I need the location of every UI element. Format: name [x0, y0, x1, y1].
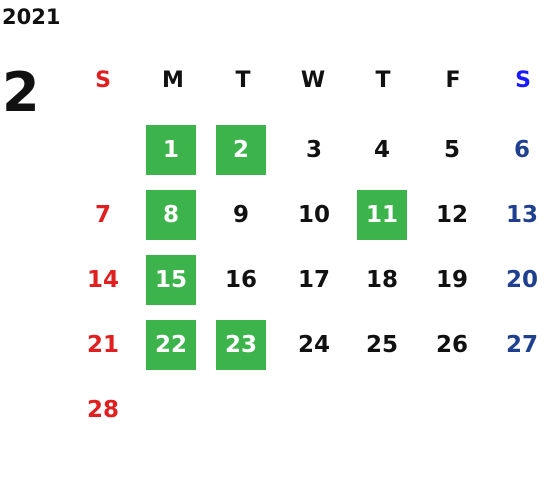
date-cell: 14: [86, 267, 119, 293]
date-cell-highlighted: 11: [357, 190, 407, 240]
date-cell: 27: [505, 332, 538, 358]
date-cell: 7: [94, 202, 111, 228]
date-cell-highlighted: 15: [146, 255, 196, 305]
weekday-header-sat: S: [515, 68, 531, 93]
year-label: 2021: [2, 5, 61, 29]
date-cell: 6: [513, 137, 530, 163]
weekday-header-fri: F: [445, 68, 461, 93]
date-cell: 19: [435, 267, 468, 293]
weekday-header-mon: M: [162, 68, 184, 93]
date-cell: 9: [232, 202, 249, 228]
date-cell: 4: [373, 137, 390, 163]
weekday-header-thu: T: [375, 68, 391, 93]
weekday-header-wed: W: [300, 68, 326, 93]
date-cell: 24: [297, 332, 330, 358]
date-cell: 28: [86, 397, 119, 423]
date-cell: 20: [505, 267, 538, 293]
date-cell: 3: [305, 137, 322, 163]
date-cell: 10: [297, 202, 330, 228]
month-number: 2: [2, 61, 40, 124]
date-cell: 13: [505, 202, 538, 228]
date-cell: 16: [224, 267, 257, 293]
date-cell: 5: [443, 137, 460, 163]
date-cell: 18: [365, 267, 398, 293]
date-cell-highlighted: 22: [146, 320, 196, 370]
date-cell: 17: [297, 267, 330, 293]
date-cell: 21: [86, 332, 119, 358]
weekday-header-tue: T: [235, 68, 251, 93]
date-cell-highlighted: 8: [146, 190, 196, 240]
date-cell-highlighted: 1: [146, 125, 196, 175]
date-cell: 26: [435, 332, 468, 358]
date-cell-highlighted: 2: [216, 125, 266, 175]
date-cell-highlighted: 23: [216, 320, 266, 370]
date-cell: 25: [365, 332, 398, 358]
date-cell: 12: [435, 202, 468, 228]
weekday-header-sun: S: [95, 68, 111, 93]
